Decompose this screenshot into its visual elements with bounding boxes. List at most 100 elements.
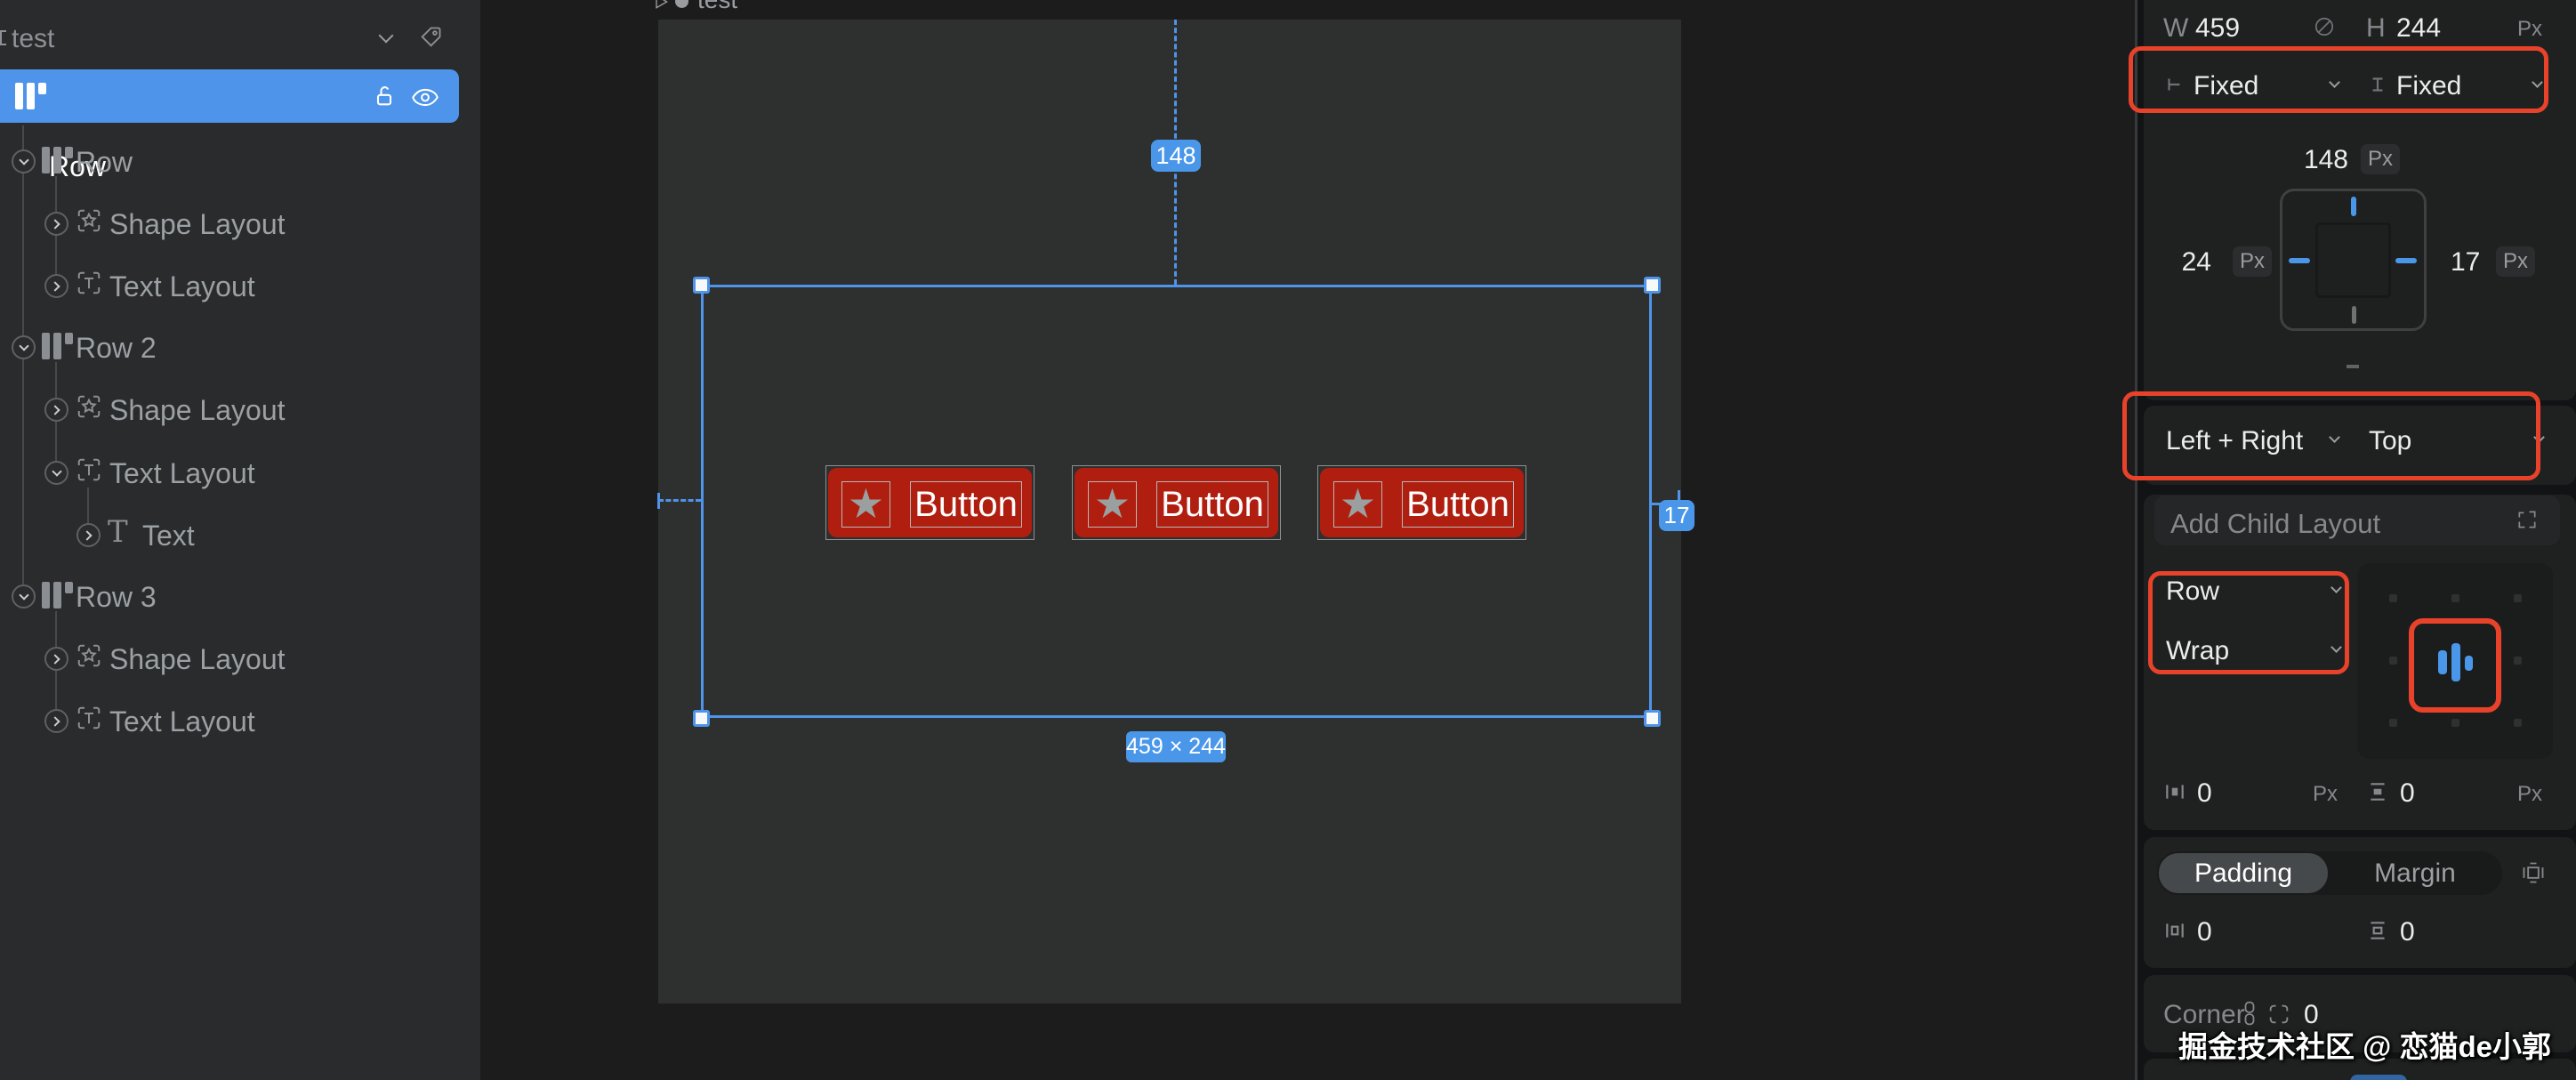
- tab-margin[interactable]: Margin: [2374, 858, 2456, 888]
- horizontal-padding-value[interactable]: 0: [2197, 917, 2212, 947]
- tree-row[interactable]: Row 3: [0, 566, 480, 628]
- star-debug-box: ★: [1333, 481, 1382, 528]
- alignment-dot[interactable]: [2389, 719, 2397, 727]
- measure-badge-right: 17: [1659, 500, 1695, 531]
- horizontal-gap-value[interactable]: 0: [2197, 778, 2212, 808]
- tree-row[interactable]: Text Layout: [0, 255, 480, 318]
- horizontal-resize-dropdown[interactable]: Fixed: [2194, 71, 2259, 101]
- tree-row[interactable]: T Text: [0, 504, 480, 567]
- tree-row-label: Text Layout: [109, 457, 255, 489]
- collapse-chevron-icon[interactable]: [44, 461, 68, 485]
- horizontal-anchor-dropdown[interactable]: Left + Right: [2166, 426, 2304, 455]
- tree-row[interactable]: Shape Layout: [0, 628, 480, 690]
- vertical-resize-icon: [2366, 73, 2389, 96]
- selection-handle-bottom-right[interactable]: [1644, 710, 1661, 727]
- spacing-top-value[interactable]: 148: [2303, 145, 2348, 174]
- tab-padding[interactable]: Padding: [2159, 853, 2328, 893]
- layout-wrap-dropdown[interactable]: Wrap: [2166, 636, 2230, 665]
- alignment-dot[interactable]: [2389, 657, 2397, 665]
- canvas-button[interactable]: ★ Button: [825, 465, 1034, 540]
- vertical-anchor-dropdown[interactable]: Top: [2369, 426, 2412, 455]
- tree-row-label: Shape Layout: [109, 643, 286, 675]
- spacing-tick-bottom[interactable]: [2352, 306, 2356, 324]
- button-background: [1320, 468, 1524, 537]
- spacing-tick-right[interactable]: [2395, 258, 2417, 263]
- spacing-right-unit[interactable]: Px: [2496, 246, 2535, 277]
- tree-row[interactable]: Text Layout: [0, 442, 480, 504]
- layout-direction-dropdown[interactable]: Row: [2166, 576, 2220, 606]
- tree-row-selected[interactable]: Row: [0, 69, 459, 182]
- button-label: Button: [1161, 484, 1264, 524]
- alignment-dot[interactable]: [2514, 594, 2522, 602]
- constrain-off-icon[interactable]: [2313, 15, 2336, 38]
- gap-unit[interactable]: Px: [2517, 782, 2543, 806]
- selection-handle-top-right[interactable]: [1644, 277, 1661, 294]
- corner-label: Corner: [2163, 1000, 2245, 1029]
- alignment-dot[interactable]: [2451, 594, 2459, 602]
- row-layout-icon: [42, 333, 73, 359]
- spacing-left-unit[interactable]: Px: [2233, 246, 2272, 277]
- frame-icon: [0, 30, 6, 45]
- tag-icon[interactable]: [418, 25, 443, 50]
- chevron-down-icon[interactable]: [378, 28, 394, 44]
- vertical-resize-dropdown[interactable]: Fixed: [2396, 71, 2462, 101]
- width-value[interactable]: 459: [2195, 13, 2241, 43]
- vertical-padding-value[interactable]: 0: [2400, 917, 2415, 947]
- row-layout-icon: [15, 83, 46, 109]
- expand-chevron-icon[interactable]: [44, 709, 68, 733]
- tree-row[interactable]: Shape Layout: [0, 193, 480, 255]
- tree-row[interactable]: Text Layout: [0, 690, 480, 753]
- shape-layout-icon: [76, 207, 102, 234]
- canvas-button[interactable]: ★ Button: [1072, 465, 1281, 540]
- vertical-gap-value[interactable]: 0: [2400, 778, 2415, 808]
- segment-pill[interactable]: [2350, 1075, 2407, 1080]
- tree-row-label: Row: [76, 146, 133, 178]
- selection-handle-top-left[interactable]: [693, 277, 710, 294]
- expand-chevron-icon[interactable]: [76, 523, 101, 547]
- canvas-scrollbar[interactable]: [2135, 0, 2137, 1080]
- collapse-chevron-icon[interactable]: [12, 335, 36, 359]
- spacing-right-value[interactable]: 17: [2451, 247, 2481, 277]
- tree-row[interactable]: Row: [0, 131, 480, 193]
- text-icon: T: [108, 514, 128, 550]
- selection-rectangle[interactable]: [701, 285, 1652, 718]
- size-unit[interactable]: Px: [2517, 17, 2543, 41]
- expand-chevron-icon[interactable]: [44, 274, 68, 298]
- alignment-dot[interactable]: [2514, 657, 2522, 665]
- height-label: H: [2366, 13, 2386, 43]
- tree-row[interactable]: Shape Layout: [0, 379, 480, 441]
- apply-all-sides-icon[interactable]: [2521, 860, 2546, 885]
- spacing-top-unit[interactable]: Px: [2361, 144, 2400, 174]
- width-label: W: [2163, 13, 2189, 43]
- expand-chevron-icon[interactable]: [44, 212, 68, 236]
- expand-icon[interactable]: [2516, 508, 2539, 531]
- spacing-left-value[interactable]: 24: [2181, 247, 2211, 277]
- selection-handle-bottom-left[interactable]: [693, 710, 710, 727]
- collapse-chevron-icon[interactable]: [12, 149, 36, 173]
- watermark-text: 掘金技术社区 @ 恋猫de小郭: [2178, 1030, 2551, 1063]
- text-layout-icon: [76, 456, 102, 483]
- vertical-padding-icon: [2366, 919, 2389, 942]
- spacing-tick-left[interactable]: [2289, 258, 2310, 263]
- canvas-frame-label[interactable]: test: [697, 0, 737, 14]
- tree-row[interactable]: Row 2: [0, 317, 480, 379]
- expand-chevron-icon[interactable]: [44, 398, 68, 422]
- button-background: [1075, 468, 1278, 537]
- canvas-button[interactable]: ★ Button: [1317, 465, 1526, 540]
- star-icon: ★: [1093, 480, 1131, 528]
- alignment-dot[interactable]: [2389, 594, 2397, 602]
- spacing-tick-top[interactable]: [2351, 197, 2356, 216]
- eye-icon[interactable]: [411, 87, 439, 108]
- add-child-layout-button[interactable]: [2154, 496, 2560, 545]
- horizontal-gap-icon: [2163, 780, 2186, 803]
- measure-line-left: [658, 499, 701, 502]
- alignment-dot[interactable]: [2514, 719, 2522, 727]
- collapse-chevron-icon[interactable]: [12, 584, 36, 609]
- gap-unit[interactable]: Px: [2313, 782, 2339, 806]
- corner-value[interactable]: 0: [2304, 1000, 2319, 1029]
- height-value[interactable]: 244: [2396, 13, 2442, 43]
- expand-chevron-icon[interactable]: [44, 647, 68, 671]
- alignment-dot[interactable]: [2451, 719, 2459, 727]
- play-icon[interactable]: [652, 0, 670, 11]
- lock-open-icon[interactable]: [372, 84, 397, 109]
